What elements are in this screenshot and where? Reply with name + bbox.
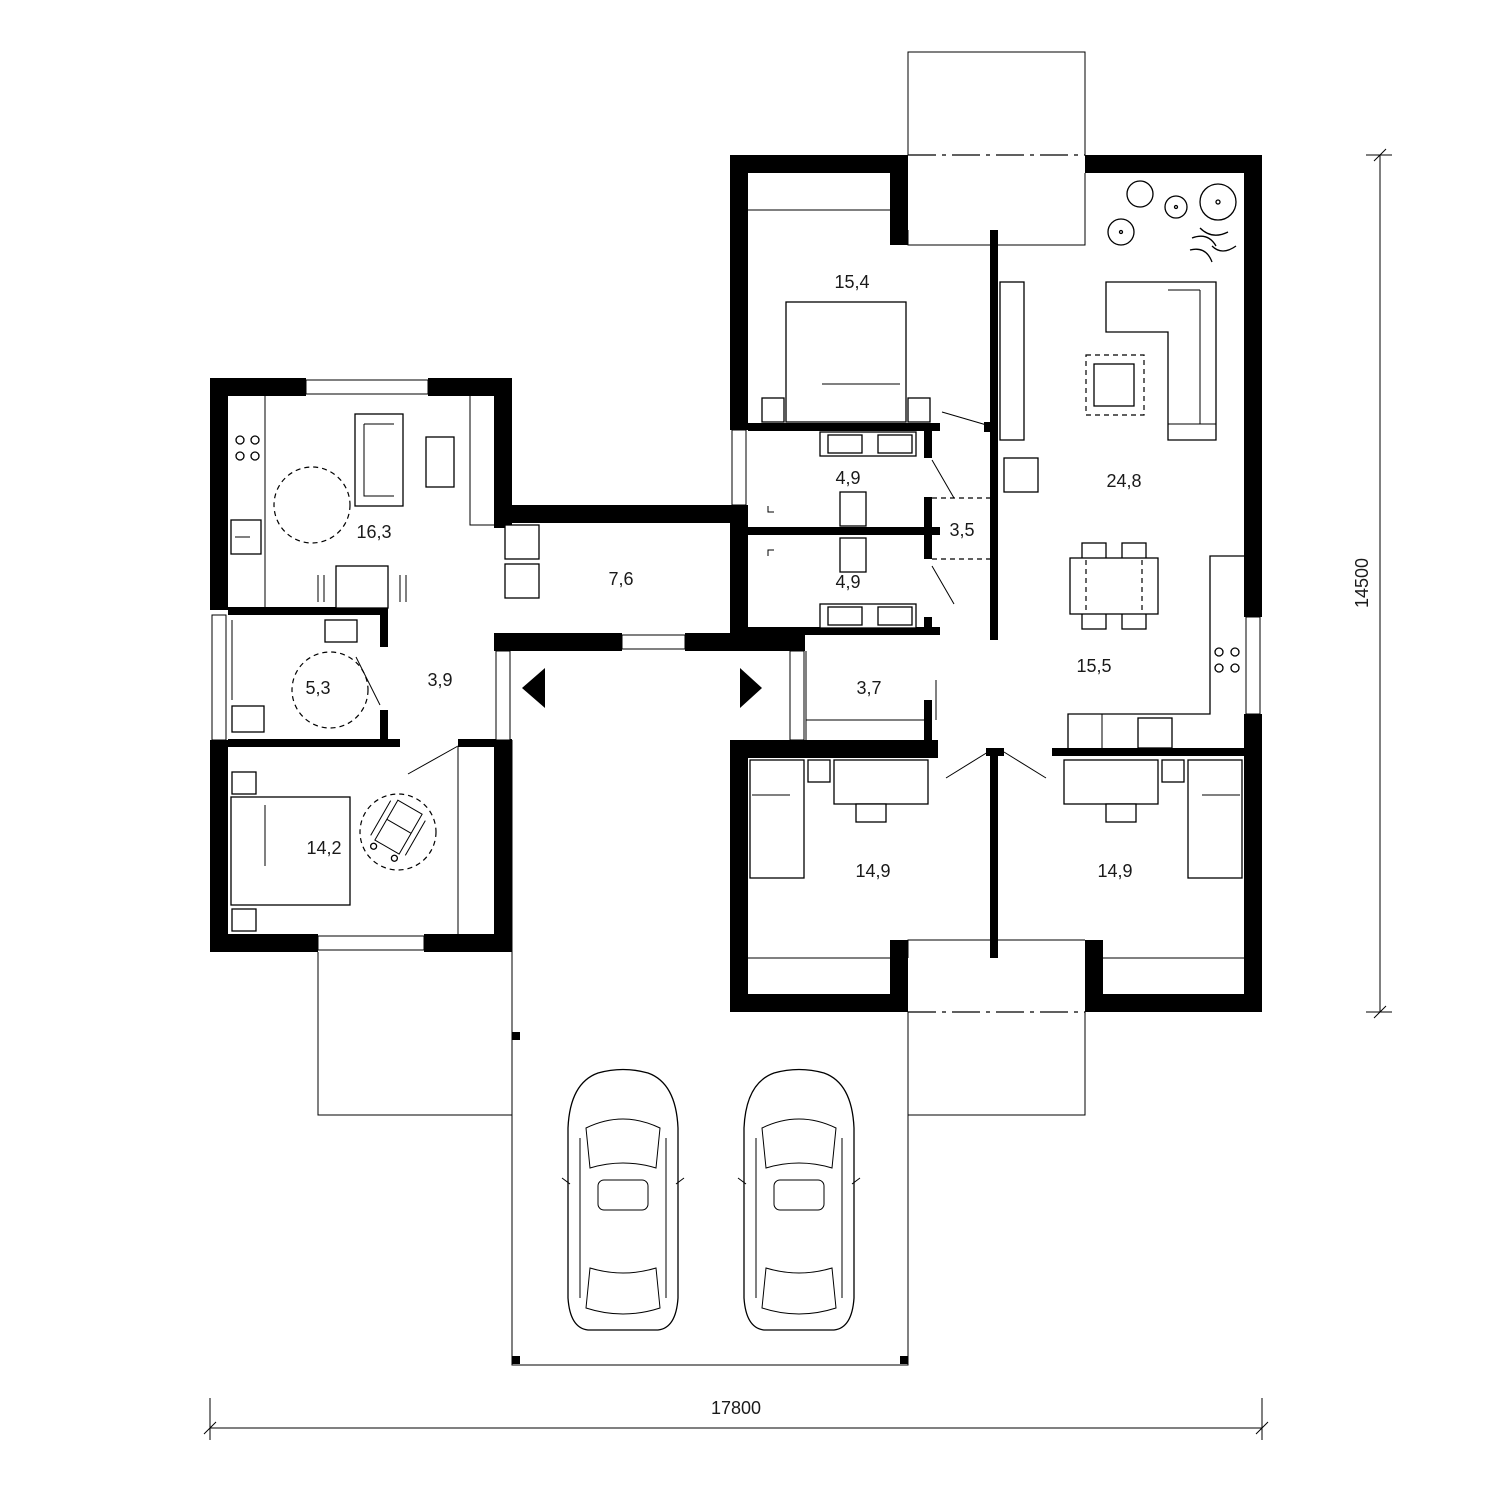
bedroom-top-furniture [748,209,991,427]
room-area-bedroom-right-b: 14,9 [1097,861,1132,881]
living-furniture [999,180,1237,493]
annex-walls [210,378,805,952]
room-labels: 15,4 24,8 4,9 3,5 4,9 7,6 15,5 3,7 14,9 … [305,272,1141,881]
room-area-hall-small: 3,5 [949,520,974,540]
car-left [561,1068,685,1331]
car-right [737,1068,861,1331]
room-area-living: 24,8 [1106,471,1141,491]
room-area-annex-bath: 5,3 [305,678,330,698]
bedroom-right-a-furniture [748,759,929,959]
room-area-wardrobe-upper: 4,9 [835,468,860,488]
passage-furniture [504,524,540,599]
annex-bath-furniture [231,619,381,733]
room-area-annex-living: 16,3 [356,522,391,542]
annex-bedroom-furniture [230,745,459,934]
windows [211,379,1261,951]
dimension-width [203,1398,1269,1440]
outdoor-outlines [317,51,1086,1366]
room-area-wardrobe-lower: 4,9 [835,572,860,592]
dimension-height [1366,148,1392,1019]
room-area-vestibule: 3,7 [856,678,881,698]
room-area-kitchen-dining: 15,5 [1076,656,1111,676]
room-area-annex-bedroom: 14,2 [306,838,341,858]
room-area-annex-hall: 3,9 [427,670,452,690]
dining-kitchen-furniture [1067,542,1244,749]
main-house-walls [730,155,1262,1012]
vestibule-furniture [805,651,1047,779]
room-area-passage: 7,6 [608,569,633,589]
dimension-width-label: 17800 [711,1398,761,1418]
room-area-bedroom-top: 15,4 [834,272,869,292]
bedroom-right-b-furniture [1063,759,1244,959]
room-area-bedroom-right-a: 14,9 [855,861,890,881]
wardrobe-furniture [767,431,990,629]
annex-living-furniture [230,396,494,609]
dimension-height-label: 14500 [1352,558,1372,608]
